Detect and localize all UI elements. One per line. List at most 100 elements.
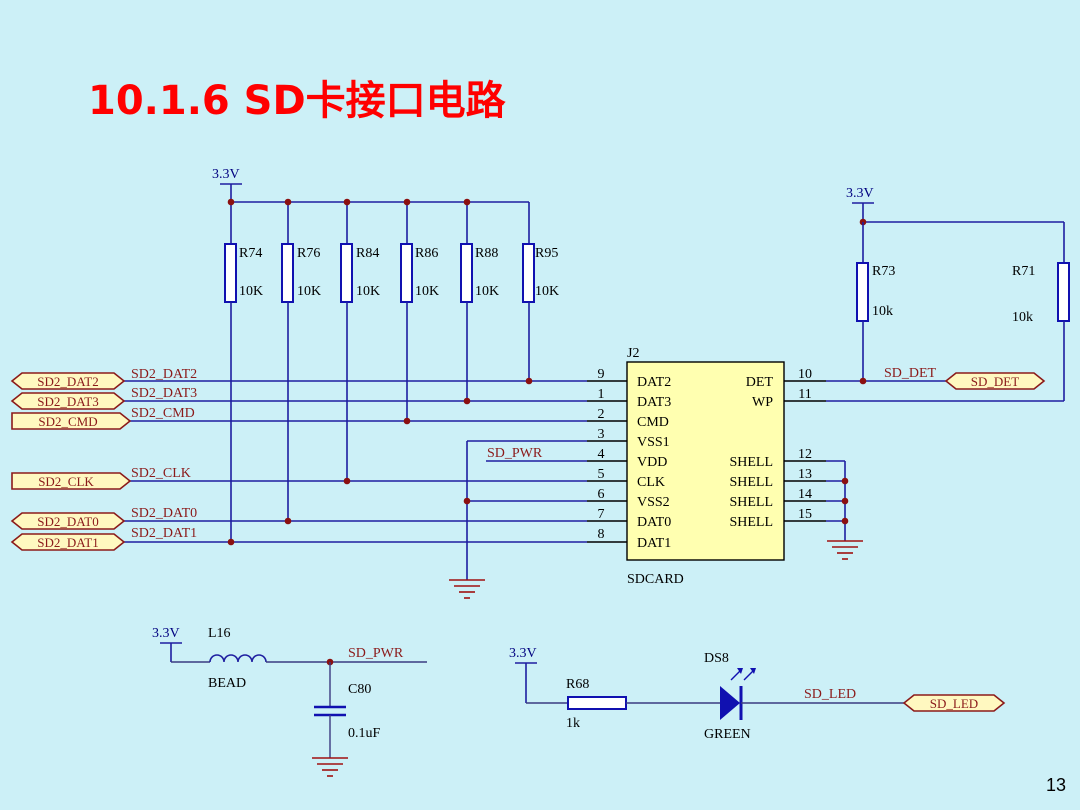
port-label: SD2_DAT1: [37, 535, 98, 550]
pullup-ref: R74: [239, 246, 262, 261]
net-sd-pwr: SD_PWR: [266, 646, 427, 666]
pin-number: 3: [598, 427, 605, 442]
pin-number: 14: [798, 487, 812, 502]
pullup-R95: R95 10K: [522, 202, 559, 381]
pin-number: 12: [798, 447, 812, 462]
pullup-R88: R88 10K: [460, 202, 499, 401]
pin-name: DAT1: [637, 536, 671, 551]
pin-name: VDD: [637, 455, 667, 470]
page-number: 13: [1045, 775, 1066, 795]
det-resistor-ref: R71: [1012, 264, 1035, 279]
pin-number: 11: [798, 387, 811, 402]
pin-number: 13: [798, 467, 812, 482]
net-label: SD_DET: [884, 366, 937, 381]
led-ref: DS8: [704, 651, 729, 666]
port-sd-led: SD_LED: [902, 694, 1006, 712]
capacitor-C80: C80 0.1uF: [312, 662, 381, 777]
connector-ref: J2: [627, 346, 639, 361]
pullup-value: 10K: [239, 284, 263, 299]
slide-title: 10.1.6 SD卡接口电路: [88, 78, 506, 124]
port-label: SD2_DAT0: [37, 514, 98, 529]
net-clk: SD2_CLK: [128, 466, 587, 485]
connector-name: SDCARD: [627, 572, 684, 587]
pin-number: 8: [598, 527, 605, 542]
pin-name: VSS2: [637, 495, 670, 510]
port-label: SD2_CLK: [38, 474, 94, 489]
pullup-ref: R76: [297, 246, 320, 261]
resistor-ref: R68: [566, 677, 589, 692]
ground-symbol: [449, 579, 485, 599]
pin-name: CLK: [637, 475, 665, 490]
pin-number: 4: [598, 447, 605, 462]
pin-name: SHELL: [729, 515, 773, 530]
port-label: SD2_CMD: [38, 414, 97, 429]
pin-number: 9: [598, 367, 605, 382]
supply-main: 3.3V: [212, 167, 242, 202]
pin-number: 10: [798, 367, 812, 382]
port-sd2-clk: SD2_CLK: [11, 472, 132, 490]
net-label: SD2_CMD: [131, 406, 195, 421]
pin-name: DET: [746, 375, 774, 390]
port-label: SD2_DAT2: [37, 374, 98, 389]
port-sd2-dat1: SD2_DAT1: [10, 533, 126, 551]
det-resistor-ref: R73: [872, 264, 895, 279]
supply-led-label: 3.3V: [509, 646, 537, 661]
inductor-L16: L16 BEAD: [208, 626, 267, 691]
pullup-ref: R88: [475, 246, 498, 261]
pullup-R74: R74 10K: [224, 202, 263, 542]
pullup-ref: R86: [415, 246, 438, 261]
net-label: SD2_DAT2: [131, 367, 197, 382]
det-resistor-R71: R71 10k: [1012, 222, 1070, 401]
net-dat1: SD2_DAT1: [122, 526, 587, 546]
net-dat3: SD2_DAT3: [122, 386, 587, 405]
supply-det: 3.3V: [846, 186, 1064, 226]
det-resistor-value: 10k: [1012, 310, 1033, 325]
pin-name: DAT0: [637, 515, 671, 530]
pin-number: 5: [598, 467, 605, 482]
net-dat2: SD2_DAT2: [122, 367, 587, 385]
pin-number: 2: [598, 407, 605, 422]
supply-det-label: 3.3V: [846, 186, 874, 201]
pullup-ref: R95: [535, 246, 558, 261]
supply-main-label: 3.3V: [212, 167, 240, 182]
supply-led: 3.3V: [509, 646, 568, 704]
pullup-value: 10K: [297, 284, 321, 299]
pin-name: WP: [752, 395, 773, 410]
shell-ground: [826, 460, 863, 560]
vss-wiring: SD_PWR: [463, 440, 587, 580]
net-cmd: SD2_CMD: [128, 406, 587, 425]
pullup-value: 10K: [535, 284, 559, 299]
net-label: SD2_CLK: [131, 466, 191, 481]
resistor-R68: R68 1k: [566, 677, 720, 731]
port-sd2-dat2: SD2_DAT2: [10, 372, 126, 390]
pin-name: DAT2: [637, 375, 671, 390]
capacitor-ref: C80: [348, 682, 371, 697]
led-DS8: DS8 GREEN: [704, 651, 756, 742]
pullup-R76: R76 10K: [281, 202, 321, 521]
pin-name: SHELL: [729, 495, 773, 510]
pin-number: 7: [598, 507, 605, 522]
net-label: SD_PWR: [487, 446, 543, 461]
port-sd2-dat3: SD2_DAT3: [10, 392, 126, 410]
inductor-ref: L16: [208, 626, 231, 641]
capacitor-value: 0.1uF: [348, 726, 381, 741]
pin-name: CMD: [637, 415, 669, 430]
net-label: SD_PWR: [348, 646, 404, 661]
supply-pwr: 3.3V: [152, 626, 210, 663]
pullup-value: 10K: [475, 284, 499, 299]
pullup-ref: R84: [356, 246, 379, 261]
pin-name: SHELL: [729, 475, 773, 490]
net-label: SD_LED: [804, 687, 856, 702]
port-sd2-dat0: SD2_DAT0: [10, 512, 126, 530]
port-label: SD_LED: [930, 696, 978, 711]
net-label: SD2_DAT0: [131, 506, 197, 521]
pullup-value: 10K: [356, 284, 380, 299]
net-dat0: SD2_DAT0: [122, 506, 587, 525]
pullup-R86: R86 10K: [400, 202, 439, 421]
pin-number: 1: [598, 387, 605, 402]
connector-pin-stubs: [587, 380, 826, 543]
det-resistor-R73: R73 10k: [856, 222, 895, 381]
resistor-value: 1k: [566, 716, 580, 731]
net-label: SD2_DAT1: [131, 526, 197, 541]
